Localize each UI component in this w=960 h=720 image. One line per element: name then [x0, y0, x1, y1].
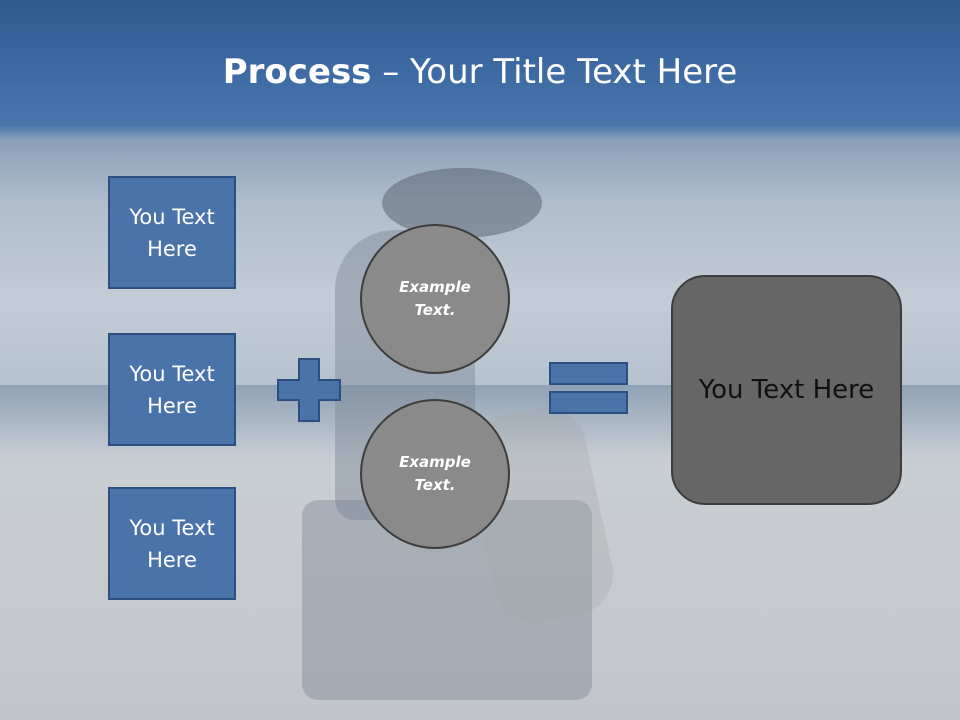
slide-title: Process – Your Title Text Here [0, 52, 960, 92]
title-rest: – Your Title Text Here [371, 52, 738, 92]
text-box-3[interactable]: You Text Here [108, 487, 236, 600]
background-figure-hat [382, 168, 542, 238]
example-circle-1[interactable]: Example Text. [360, 224, 510, 374]
text-box-1[interactable]: You Text Here [108, 176, 236, 289]
text-box-2[interactable]: You Text Here [108, 333, 236, 446]
result-box[interactable]: You Text Here [671, 275, 902, 505]
example-circle-2[interactable]: Example Text. [360, 399, 510, 549]
example-circle-2-label: Example Text. [399, 453, 471, 494]
example-circle-1-label: Example Text. [399, 278, 471, 319]
equals-icon [549, 362, 628, 414]
title-bold: Process [222, 52, 372, 92]
plus-icon [277, 358, 341, 422]
